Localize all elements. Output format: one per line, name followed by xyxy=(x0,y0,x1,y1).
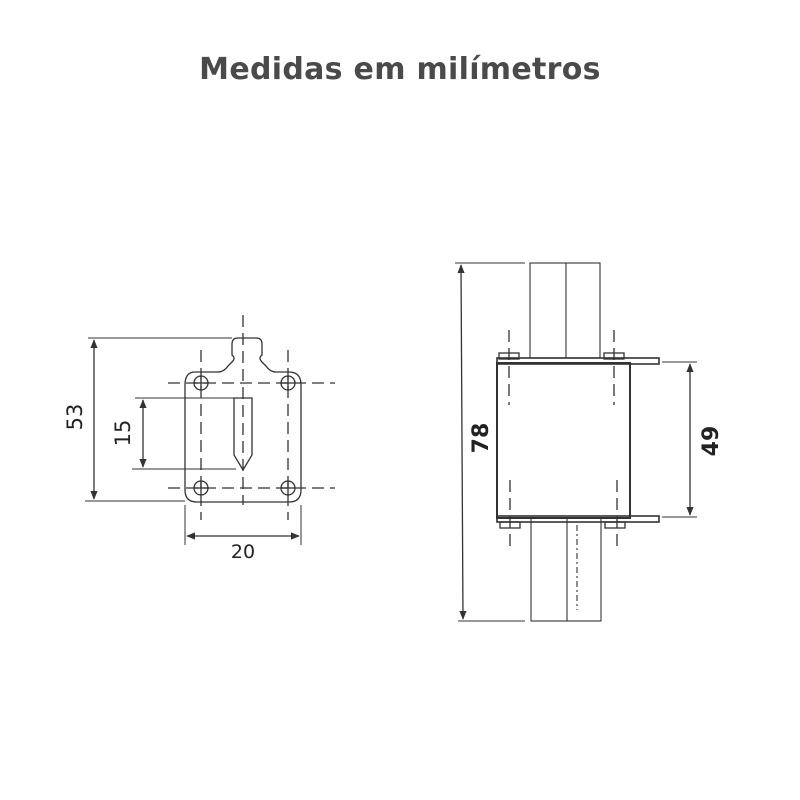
dim-20-label: 20 xyxy=(231,541,255,563)
dim-53-label: 53 xyxy=(63,404,87,431)
page-title: Medidas em milímetros xyxy=(199,52,601,87)
side-view xyxy=(455,262,697,622)
dim-78-label: 78 xyxy=(469,423,494,454)
slot xyxy=(233,397,253,472)
front-view xyxy=(85,315,335,545)
dim-49-label: 49 xyxy=(699,426,724,457)
dim-15-label: 15 xyxy=(111,420,135,447)
plate-outline xyxy=(184,337,302,503)
